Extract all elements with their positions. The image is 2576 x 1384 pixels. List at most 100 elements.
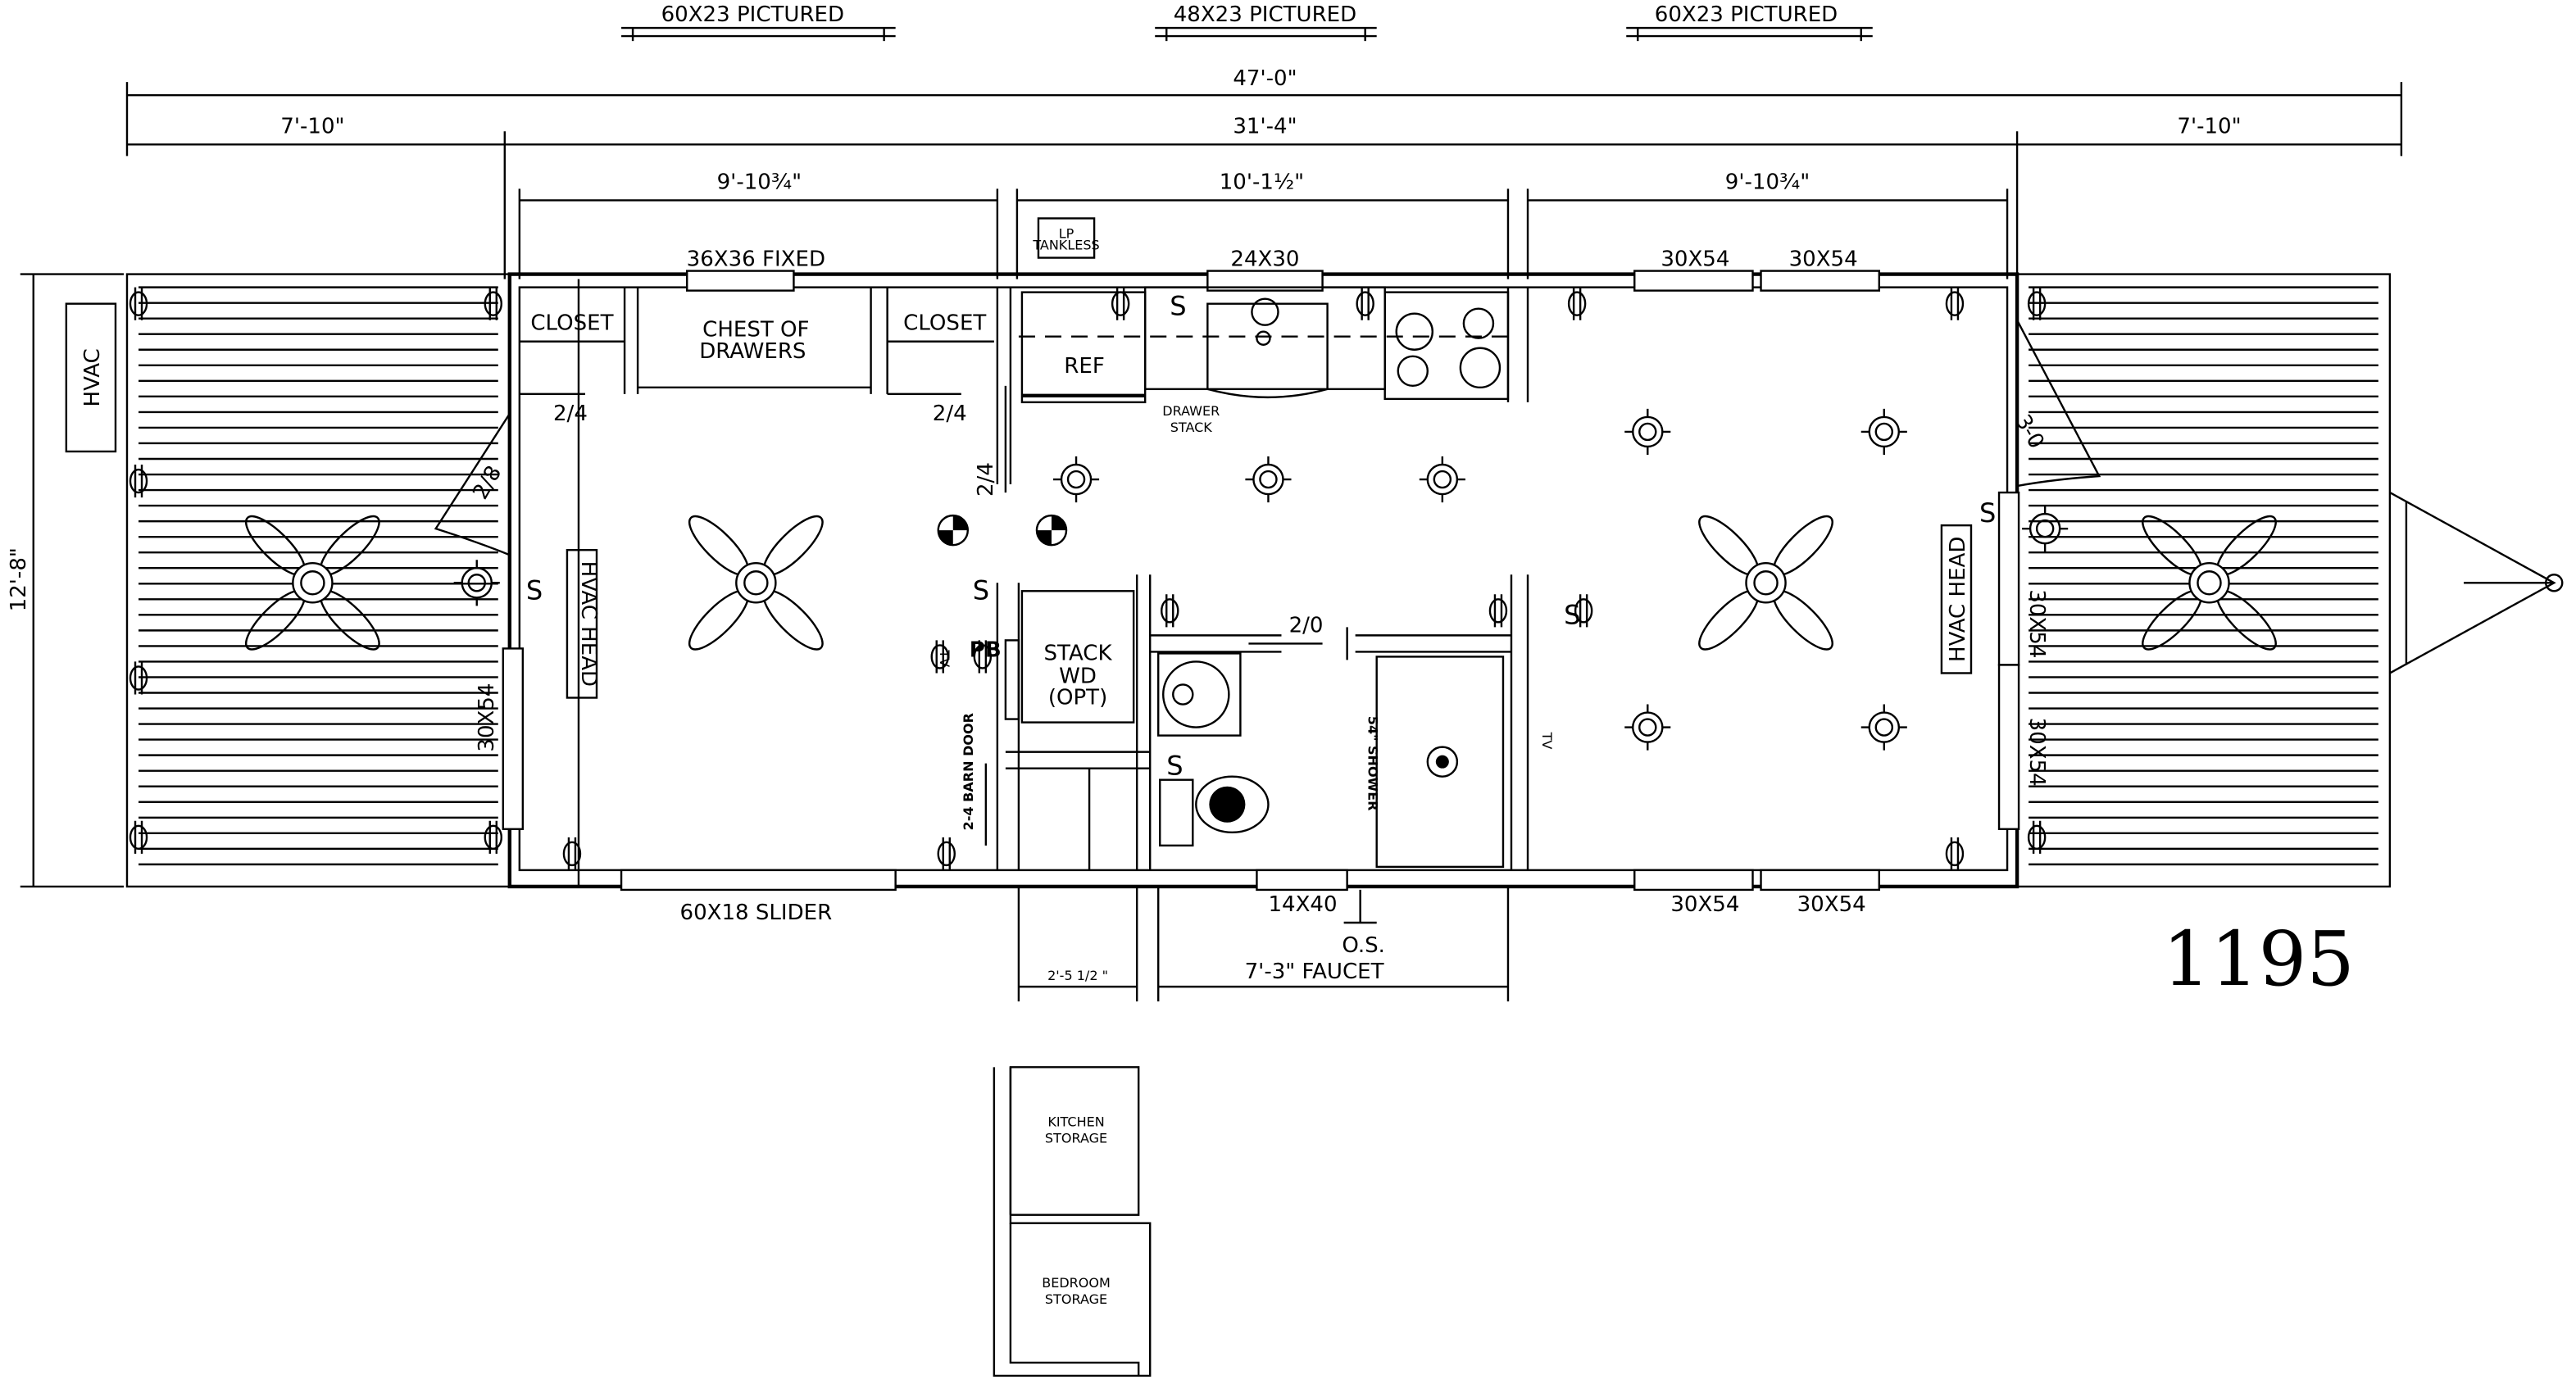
fan-hub [300,570,325,596]
outlet-prongs [2032,287,2042,320]
lp-label: LP [1059,226,1074,242]
outlet-body [129,468,148,494]
kitchen-sink [1206,302,1329,399]
outlet-icon [1356,287,1374,320]
outlet-icon [973,640,993,674]
light-ring [1259,470,1278,489]
light-fixture-icon [2022,506,2069,552]
outlet-prongs [1572,287,1582,320]
stack-label: STACK [1044,641,1113,665]
hvac-head-left [566,548,598,699]
lp-tankless [1037,217,1096,259]
range-burners [1395,307,1502,389]
light-ring [1433,470,1452,489]
light-ring [1632,415,1664,448]
outlet-icon [2027,287,2047,320]
outlet-icon [562,837,582,870]
outlet-body [484,291,502,316]
light-fixture-icon [1860,704,1907,751]
tv-label: TV [1539,732,1555,750]
stack-label: WD [1059,664,1097,688]
right-porch-dimension: 7'-10" [2177,114,2241,138]
faucet-dimension: 7'-3" FAUCET [1245,960,1384,984]
outlet-icon [1111,287,1130,320]
hvac-head-right [1940,524,1973,674]
ceiling-fan-icon [1698,515,1833,651]
outlet-prongs [1579,594,1588,628]
middle-room-dimension: 10'-1½" [1220,170,1304,194]
yin-yang-icon [1209,786,1246,823]
outlet-body [973,644,993,669]
left-porch-dimension: 7'-10" [280,114,344,138]
light-ring [1638,422,1657,442]
outlet-icon [1567,287,1587,320]
os-faucet-label: O.S. [1342,933,1385,958]
dimension-lines [20,82,2403,1002]
outlet-body [129,665,148,691]
light-fixture-icon [1419,456,1465,503]
outlet-icon [930,640,949,674]
outlet-icon [129,287,148,320]
light-fixture-icon [1624,704,1671,751]
light-ring [467,574,486,592]
light-ticks [1860,408,1907,455]
outlet-icon [129,820,148,854]
bedroom-storage-label: STORAGE [1045,1291,1107,1307]
fan-hub [292,562,334,604]
outlet-body [2027,291,2047,316]
outlet-prongs [1165,594,1174,628]
outlet-body [2027,824,2047,851]
window-kitchen-label: 24X30 [1230,247,1299,272]
window-label: 30X54 [1797,892,1866,917]
light-ticks [1624,704,1671,751]
hvac-unit [65,302,117,453]
outlet-body [1574,598,1593,624]
ceiling-fan-icon [245,515,380,651]
light-ticks [1860,704,1907,751]
outlet-prongs [978,640,988,674]
outlet-icon [937,837,956,870]
outlet-prongs [134,465,143,498]
light-ring [2029,512,2061,545]
fan-hub [743,570,769,596]
fan-hub [2188,562,2230,604]
left-room-dimension: 9'-10¾" [717,170,802,194]
light-ring [1252,463,1284,496]
light-ring [1060,463,1093,496]
light-fixture-icon [1624,408,1671,455]
outlet-prongs [567,837,577,870]
light-fixture-icon [1245,456,1292,503]
hvac-head-label: HVAC HEAD [576,561,601,687]
switch-icon: S [973,574,989,606]
switch-icon: S [1170,291,1186,322]
hvac-label: HVAC [80,348,105,406]
bedroom-storage-furniture [519,287,1012,493]
refrigerator [1020,291,1147,404]
right-room-dimension: 9'-10¾" [1725,170,1810,194]
outlet-prongs [134,820,143,854]
porch-door-swing [2016,320,2101,488]
light-fixture-icon [453,560,500,606]
overall-dimension: 47'-0" [1233,66,1297,91]
light-ring [1868,711,1901,743]
outlet-icon [484,820,502,854]
kitchen-storage-label: STORAGE [1045,1130,1107,1146]
outlet-prongs [1493,594,1503,628]
outlet-prongs [488,287,497,320]
light-ticks [1052,456,1100,503]
outlet-body [1945,291,1965,316]
smoke-detector-icon [1035,514,1068,547]
storage-outline [993,1066,1152,1377]
light-ring [1638,718,1657,737]
chest-label: CHEST OF [702,318,809,343]
outlet-prongs [134,287,143,320]
outlet-icon [1574,594,1593,628]
window-label: 30X54 [1789,247,1858,272]
pictured-label: 48X23 PICTURED [1174,2,1356,27]
smoke-detector-icon [937,514,970,547]
light-ring [1868,415,1901,448]
light-fixture-icon [1052,456,1100,503]
door-label: 2/4 [933,402,967,426]
porch-door-swing [434,413,511,556]
outlet-icon [1161,594,1179,628]
